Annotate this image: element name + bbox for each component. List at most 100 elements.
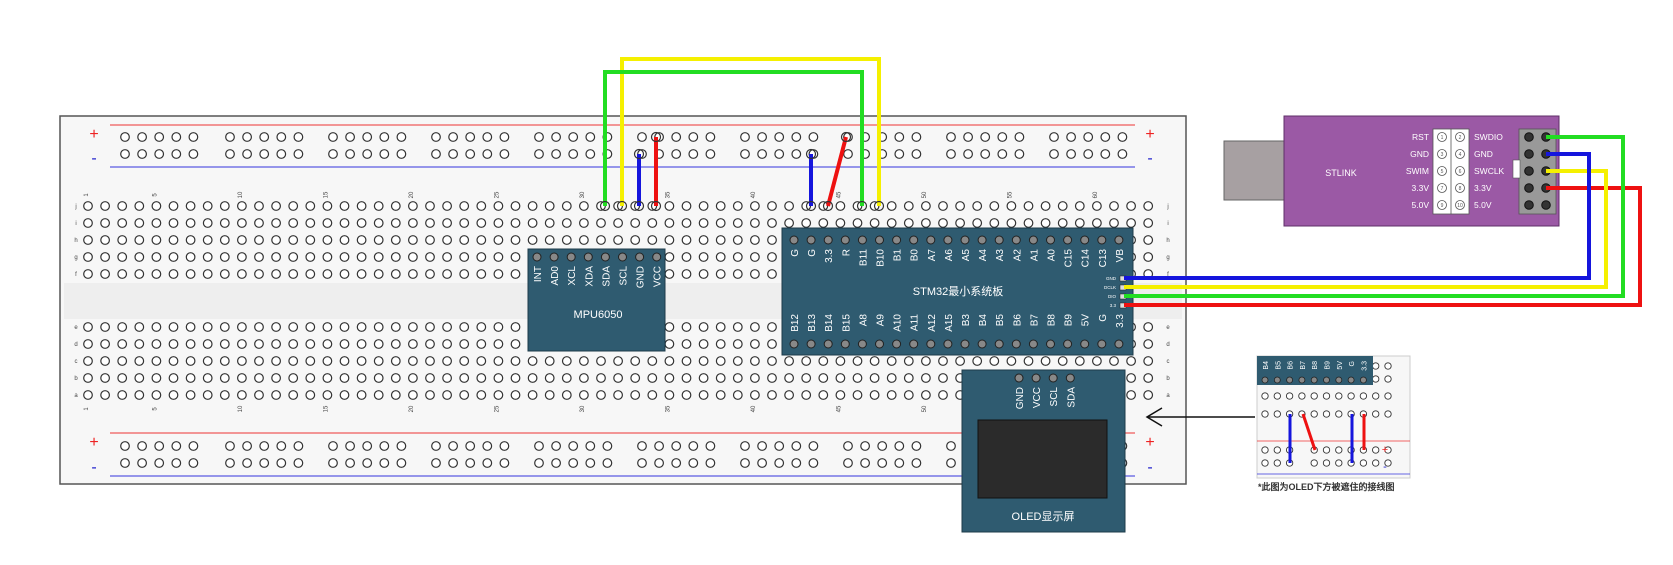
stm32-top-pin-label: 3.3 — [824, 249, 835, 263]
breadboard-hole — [681, 373, 692, 383]
breadboard-hole — [510, 235, 521, 245]
breadboard-hole — [732, 356, 743, 366]
rail-hole — [894, 149, 905, 159]
breadboard-hole — [732, 252, 743, 262]
breadboard-hole — [493, 218, 504, 228]
stm32-top-pin-label: G — [790, 249, 801, 257]
breadboard-hole — [1057, 201, 1068, 211]
breadboard-hole — [219, 390, 230, 400]
breadboard-hole — [442, 252, 453, 262]
breadboard-hole — [596, 390, 606, 400]
breadboard-hole — [117, 252, 128, 262]
breadboard-hole — [236, 252, 247, 262]
row-letter: f — [1167, 272, 1169, 278]
breadboard-hole — [527, 373, 538, 383]
breadboard-hole — [117, 201, 128, 211]
breadboard-hole — [202, 373, 213, 383]
breadboard-hole — [390, 269, 401, 279]
inset-pin-hole — [1360, 376, 1367, 384]
breadboard-hole — [955, 201, 965, 211]
breadboard-hole — [493, 201, 504, 211]
breadboard-hole — [134, 235, 145, 245]
rail-hole — [448, 441, 459, 451]
inset-hole — [1372, 362, 1380, 370]
breadboard-hole — [390, 322, 401, 332]
rail-hole — [877, 441, 888, 451]
rail-hole — [431, 132, 441, 142]
rail-hole — [188, 132, 199, 142]
breadboard-hole — [390, 235, 401, 245]
breadboard-hole — [476, 218, 487, 228]
stlink-table-pin — [1437, 183, 1447, 193]
breadboard-hole — [202, 356, 213, 366]
breadboard-hole — [510, 252, 521, 262]
column-number: 50 — [922, 405, 928, 412]
breadboard-hole — [664, 235, 675, 245]
breadboard-hole — [100, 269, 110, 279]
inset-pin-hole — [1335, 376, 1343, 384]
rail-hole — [534, 441, 544, 451]
stlink-table-pin — [1437, 166, 1447, 176]
rail-hole — [242, 441, 253, 451]
breadboard-hole — [1109, 201, 1119, 211]
breadboard-hole — [579, 235, 589, 245]
stm32-bottom-pin-hole — [789, 339, 799, 349]
breadboard-hole — [202, 390, 213, 400]
breadboard-hole — [596, 235, 606, 245]
breadboard-hole — [1006, 356, 1017, 366]
breadboard-hole — [356, 235, 367, 245]
breadboard-hole — [493, 269, 504, 279]
row-letter: j — [1166, 204, 1168, 210]
inset-rail-hole — [1372, 446, 1380, 454]
breadboard-hole — [134, 218, 145, 228]
rail-hole — [482, 441, 493, 451]
oled-pin-label: GND — [1015, 387, 1026, 409]
breadboard-hole — [288, 322, 299, 332]
breadboard-hole — [681, 218, 692, 228]
breadboard-hole — [544, 235, 555, 245]
breadboard-hole — [493, 339, 504, 349]
inset-rail-hole — [1261, 459, 1269, 467]
breadboard-hole — [664, 373, 675, 383]
stm32-top-pin-label: A7 — [927, 249, 938, 262]
rail-hole — [120, 441, 130, 451]
breadboard-hole — [339, 269, 350, 279]
stm32-bottom-pin-label: B15 — [841, 314, 852, 332]
column-number: 30 — [580, 191, 586, 198]
column-number: 10 — [238, 405, 244, 412]
rail-hole — [259, 458, 270, 468]
breadboard-hole — [83, 269, 93, 279]
inset-hole — [1372, 392, 1380, 400]
mpu-pin-hole — [583, 252, 593, 262]
breadboard-hole — [83, 201, 93, 211]
breadboard-hole — [921, 218, 931, 228]
stm32-bottom-pin-label: A11 — [910, 314, 921, 331]
rail-hole — [551, 149, 561, 159]
breadboard-hole — [527, 218, 538, 228]
breadboard-hole — [356, 201, 367, 211]
breadboard-hole — [732, 218, 743, 228]
rail-hole — [242, 149, 253, 159]
rail-hole — [791, 132, 802, 142]
rail-hole — [120, 458, 130, 468]
breadboard-hole — [408, 356, 418, 366]
stm32-bottom-pin-label: A8 — [858, 314, 869, 327]
wire-endpoints — [599, 131, 885, 212]
stm32-top-pin-hole — [875, 235, 884, 245]
breadboard-hole — [356, 322, 367, 332]
breadboard-hole — [681, 322, 692, 332]
rail-hole — [671, 441, 682, 451]
rail-hole — [499, 132, 510, 142]
rail-hole — [120, 149, 130, 159]
breadboard-hole — [185, 252, 196, 262]
breadboard-hole — [955, 356, 965, 366]
column-number: 55 — [1007, 191, 1013, 198]
breadboard-hole — [322, 356, 333, 366]
rail-hole — [499, 149, 510, 159]
breadboard-hole — [390, 218, 401, 228]
breadboard-hole — [202, 201, 213, 211]
breadboard-hole — [767, 356, 777, 366]
rail-hole — [465, 441, 476, 451]
rail-hole — [534, 458, 544, 468]
breadboard-hole — [921, 201, 931, 211]
